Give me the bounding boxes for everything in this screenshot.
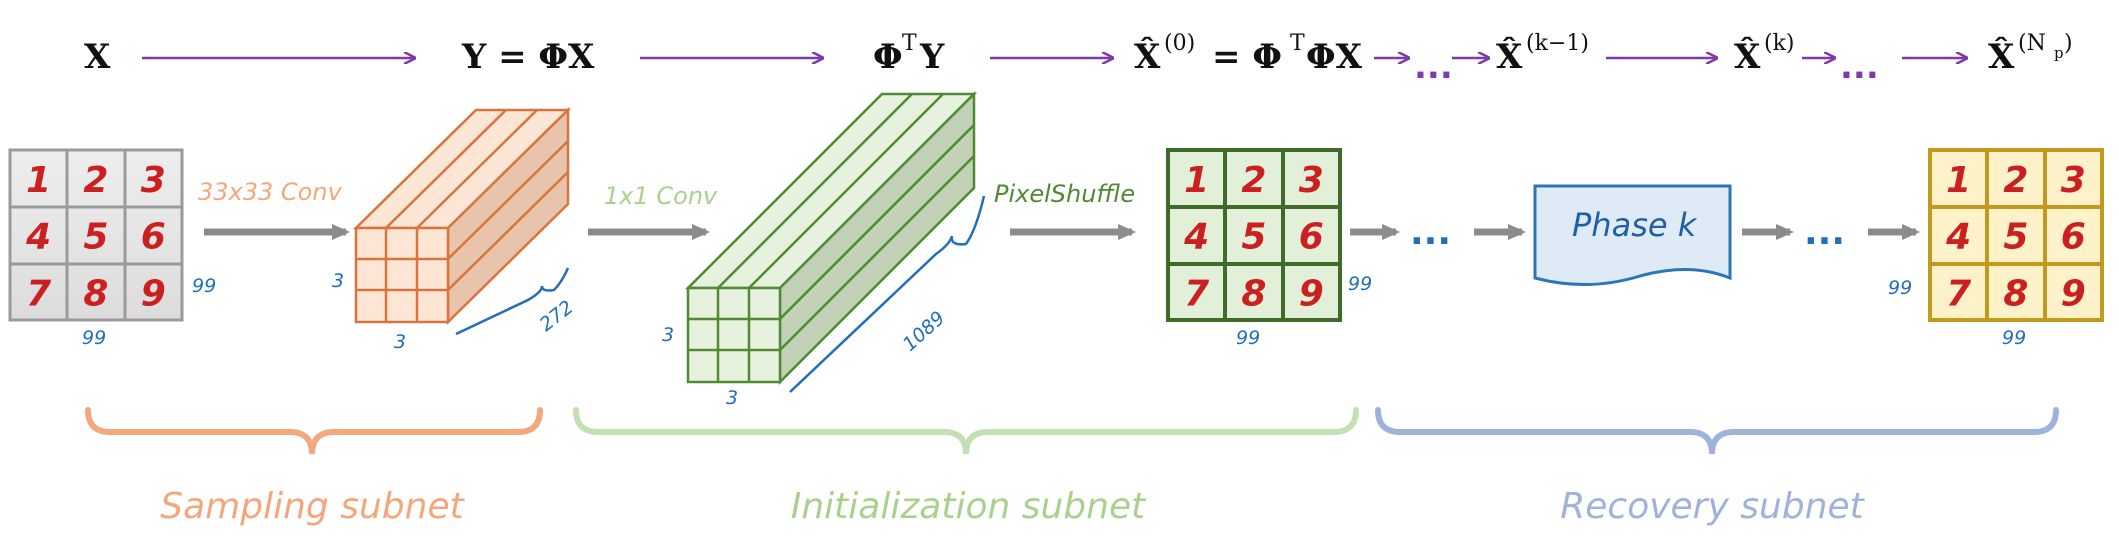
mid-grid-digit-9: 9: [1299, 273, 1324, 314]
phase-k-block: Phase k: [1533, 184, 1732, 287]
input-grid-digit-5: 5: [83, 217, 108, 258]
orange-dim-bottom: 3: [394, 331, 406, 353]
formula-xnp-base: X̂: [1988, 36, 2015, 77]
formula-xk1-base: X̂: [1496, 36, 1523, 77]
mid-grid-digit-4: 4: [1183, 217, 1209, 258]
mid-grid-digit-1: 1: [1184, 160, 1209, 201]
output-grid-digit-7: 7: [1946, 273, 1971, 314]
orange-depth-brace: [455, 267, 570, 336]
initialization-feature-block: [684, 90, 978, 386]
formula-x: X: [84, 37, 111, 77]
mid-grid-digit-5: 5: [1241, 217, 1266, 258]
recovery-brace: [1375, 407, 2059, 455]
green-dim-depth: 1089: [899, 307, 950, 356]
formula-x0-base: X̂: [1134, 36, 1161, 77]
output-grid-digit-2: 2: [2003, 160, 2028, 201]
input-grid-digit-9: 9: [141, 273, 166, 314]
output-grid-digit-9: 9: [2061, 273, 2086, 314]
formula-xnp-sup: (N: [2018, 31, 2046, 56]
mid-grid-digit-3: 3: [1299, 160, 1324, 201]
input-dim-right: 99: [192, 275, 216, 297]
output-grid-digit-4: 4: [1945, 217, 1971, 258]
mid-dim-right: 99: [1348, 273, 1372, 295]
output-grid-digit-8: 8: [2003, 273, 2028, 314]
formula-x0-rhs-b: ΦX: [1306, 37, 1363, 77]
mid-grid-digit-6: 6: [1299, 217, 1324, 258]
formula-x0-rhs-sup: T: [1290, 31, 1305, 56]
mid-dim-bottom: 99: [1236, 327, 1260, 349]
formula-phi-t-y-base: Φ: [873, 37, 903, 77]
initialization-subnet-label: Initialization subnet: [791, 486, 1147, 527]
input-dim-bottom: 99: [82, 327, 106, 349]
conv1-label: 1x1 Conv: [604, 182, 718, 210]
orange-dim-left: 3: [332, 270, 344, 292]
formula-xnp-close: ): [2064, 31, 2073, 56]
formula-x0-rhs-a: = Φ: [1212, 37, 1282, 77]
formula-x0-sup: (0): [1164, 31, 1195, 56]
pixelshuffle-label: PixelShuffle: [994, 180, 1135, 208]
input-grid-digit-6: 6: [141, 217, 166, 258]
conv33-label: 33x33 Conv: [198, 178, 343, 206]
formula-row: X Y = ΦX Φ T Y X̂ (0) = Φ T ΦX X̂ (k−1) …: [84, 31, 2073, 87]
input-grid-digit-1: 1: [26, 160, 51, 201]
output-grid-digit-5: 5: [2003, 217, 2028, 258]
mid-grid-digit-8: 8: [1241, 273, 1266, 314]
input-grid-digit-3: 3: [141, 160, 166, 201]
output-grid-digit-1: 1: [1946, 160, 1971, 201]
input-grid-digit-8: 8: [83, 273, 108, 314]
formula-phi-t-y-tail: Y: [919, 37, 945, 77]
formula-xk1-sup: (k−1): [1526, 31, 1589, 56]
sampling-brace: [85, 407, 543, 455]
initialization-brace: [573, 407, 1359, 455]
output-dim-left: 99: [1888, 277, 1912, 299]
green-dim-bottom: 3: [726, 387, 738, 409]
formula-phi-t-y-sup: T: [902, 31, 917, 56]
input-grid-digit-7: 7: [26, 273, 51, 314]
recovery-subnet-label: Recovery subnet: [1560, 486, 1865, 527]
formula-xk-sup: (k): [1764, 31, 1795, 56]
recovery-dots-1: ...: [1410, 212, 1451, 253]
input-grid-digit-2: 2: [83, 160, 108, 201]
input-grid-digit-4: 4: [25, 217, 51, 258]
output-dim-bottom: 99: [2002, 327, 2026, 349]
orange-dim-depth: 272: [536, 296, 578, 336]
green-depth-brace: [789, 195, 986, 393]
output-grid-digit-6: 6: [2061, 217, 2086, 258]
recovery-dots-2: ...: [1804, 212, 1845, 253]
output-grid-digit-3: 3: [2061, 160, 2086, 201]
mid-grid-digit-7: 7: [1184, 273, 1209, 314]
phase-k-label: Phase k: [1572, 206, 1698, 244]
formula-xk-base: X̂: [1734, 36, 1761, 77]
formula-y-eq-phi-x: Y = ΦX: [461, 37, 595, 77]
sampling-feature-block: [352, 107, 572, 325]
green-dim-left: 3: [662, 324, 674, 346]
mid-grid-digit-2: 2: [1241, 160, 1266, 201]
formula-xnp-sub: p: [2054, 44, 2064, 62]
formula-dots-2: ...: [1840, 47, 1879, 87]
formula-dots-1: ...: [1414, 47, 1453, 87]
sampling-subnet-label: Sampling subnet: [160, 486, 465, 527]
